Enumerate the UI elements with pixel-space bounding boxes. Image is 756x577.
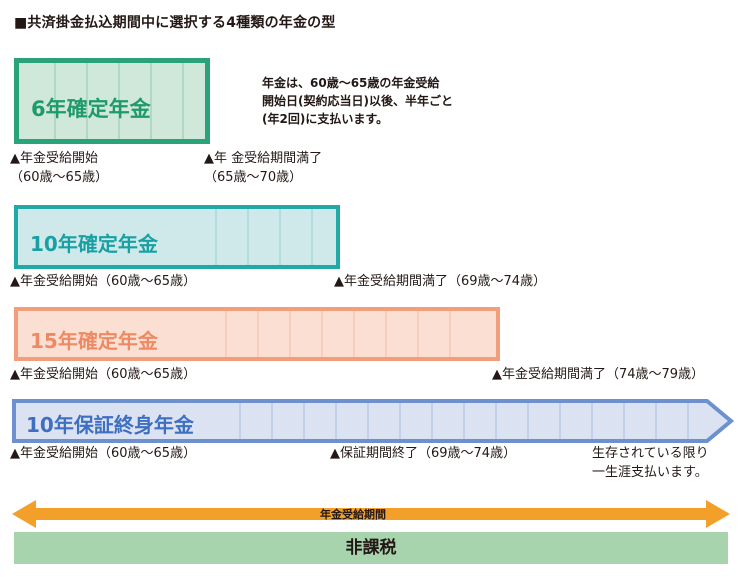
page-title: ■共済掛金払込期間中に選択する4種類の年金の型 <box>14 15 336 31</box>
tax-free-band: 非課税 <box>14 532 728 564</box>
plan-6yr-grid <box>54 63 184 139</box>
period-arrow-shape <box>12 500 730 528</box>
plan-10yr-end-label: ▲年金受給期間満了（69歳〜74歳） <box>334 274 547 289</box>
plan-6yr-name: 6年確定年金 <box>31 97 151 121</box>
note-line-2: 開始日(契約応当日)以後、半年ごと <box>262 94 453 108</box>
plan-15yr-grid <box>225 311 451 357</box>
plan-lifetime-guarantee-end-label: ▲保証期間終了（69歳〜74歳） <box>330 446 517 461</box>
plan-lifetime-bar <box>12 399 734 443</box>
plan-15yr-bar: 15年確定年金 <box>14 307 500 361</box>
plan-10yr-name: 10年確定年金 <box>30 232 158 256</box>
plan-10yr-grid <box>215 209 313 265</box>
plan-6yr-end-label: ▲年 金受給期間満了 （65歳〜70歳） <box>204 151 323 185</box>
plan-6yr-bar: 6年確定年金 <box>14 58 210 144</box>
plan-10yr-start-label: ▲年金受給開始（60歳〜65歳） <box>10 274 197 289</box>
plan-15yr-start-label: ▲年金受給開始（60歳〜65歳） <box>10 367 197 382</box>
payment-note: 年金は、60歳～65歳の年金受給 開始日(契約応当日)以後、半年ごと (年2回)… <box>262 74 453 128</box>
note-line-3: (年2回)に支払います。 <box>262 112 389 126</box>
pension-period-arrow <box>12 500 730 528</box>
lifetime-bar-shape <box>12 399 734 443</box>
plan-10yr-bar: 10年確定年金 <box>14 205 340 269</box>
plan-15yr-name: 15年確定年金 <box>30 329 158 353</box>
note-line-1: 年金は、60歳～65歳の年金受給 <box>262 76 440 90</box>
pension-period-label: 年金受給期間 <box>320 508 386 521</box>
plan-15yr-end-label: ▲年金受給期間満了（74歳〜79歳） <box>492 367 705 382</box>
plan-lifetime-name: 10年保証終身年金 <box>26 413 194 437</box>
plan-lifetime-start-label: ▲年金受給開始（60歳〜65歳） <box>10 446 197 461</box>
plan-6yr-start-label: ▲年金受給開始 （60歳〜65歳） <box>10 151 109 185</box>
plan-lifetime-end-label: 生存されている限り 一生涯支払います。 <box>592 446 709 480</box>
